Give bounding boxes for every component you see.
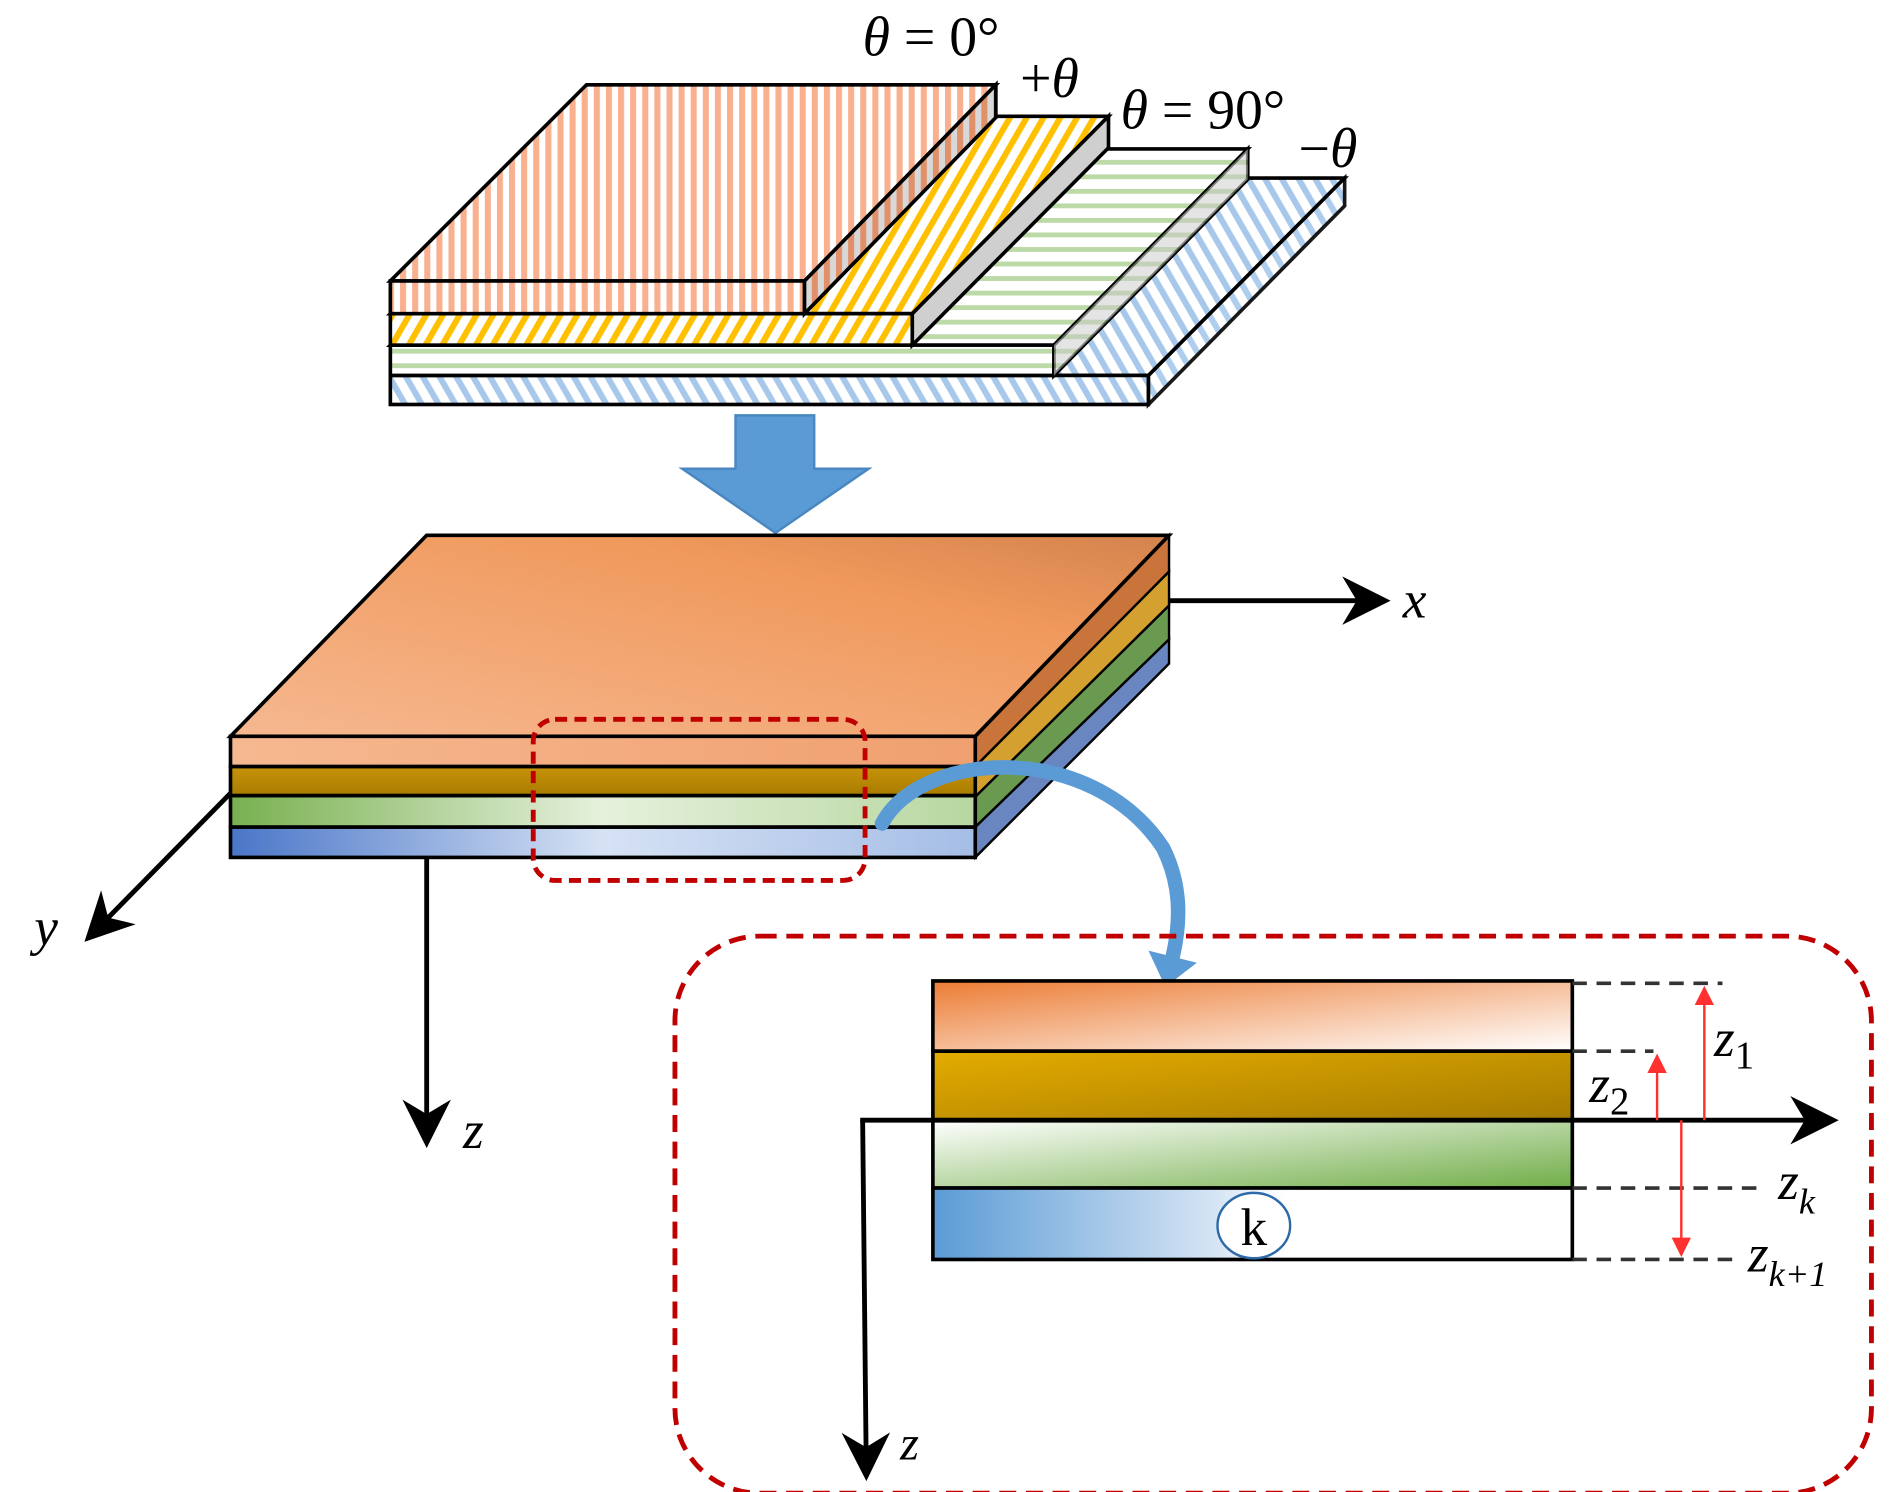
z1-label: z1: [1713, 1009, 1754, 1077]
down-arrow-icon: [678, 414, 873, 535]
label-plus-theta: +θ: [1020, 48, 1079, 110]
curved-arrow-icon: [874, 760, 1186, 964]
z2-label: z2: [1588, 1055, 1629, 1123]
label-theta-0: θ = 0°: [863, 7, 1000, 69]
detail-z-axis: [841, 1120, 891, 1482]
detail-layer-2: [931, 1049, 1575, 1123]
ply-0: [385, 80, 1001, 319]
detail-layer-1: [931, 979, 1575, 1053]
cross-section-detail: k z z1 z2 zk zk+1: [672, 933, 1874, 1492]
z-axis-label: z: [462, 1101, 484, 1160]
detail-z-axis-label: z: [899, 1417, 919, 1470]
y-axis-label: y: [29, 898, 58, 957]
zk1-label: zk+1: [1747, 1225, 1828, 1295]
layer-k-label: k: [1240, 1198, 1267, 1257]
exploded-plies: θ = 0° +θ θ = 90° −θ: [385, 7, 1358, 409]
laminate-layer-2: [228, 764, 978, 798]
laminate-layer-4: [228, 825, 978, 860]
zk-label: zk: [1777, 1152, 1816, 1222]
detail-layer-3: [931, 1118, 1575, 1190]
x-axis-label: x: [1402, 571, 1427, 630]
bonded-laminate: [226, 532, 1174, 861]
label-theta-90: θ = 90°: [1121, 79, 1286, 141]
y-axis: [84, 791, 233, 942]
laminate-layer-1: [228, 734, 978, 769]
global-axes: x y z: [29, 571, 1426, 1160]
selection-box: [530, 716, 868, 883]
label-minus-theta: −θ: [1299, 118, 1358, 180]
detail-frame: [672, 933, 1874, 1492]
layer-k-marker: [1216, 1191, 1292, 1260]
